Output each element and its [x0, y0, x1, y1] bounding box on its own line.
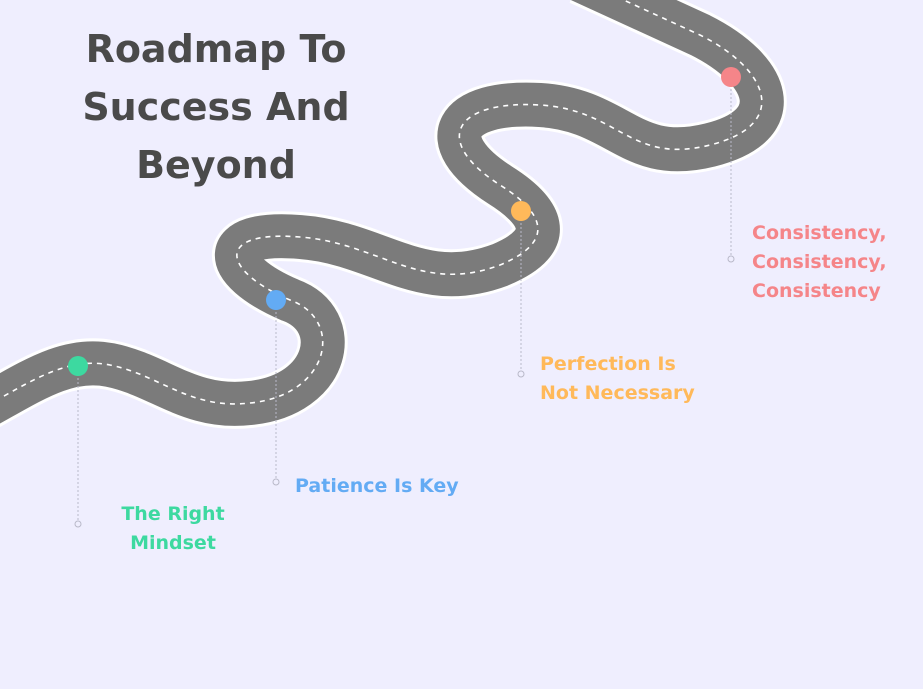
- milestone-label-line: Consistency: [752, 280, 881, 302]
- milestone-4-marker: [721, 67, 741, 87]
- road-center-line: [0, 0, 763, 405]
- milestone-2: [266, 290, 286, 486]
- milestone-label-line: Consistency,: [752, 222, 887, 244]
- milestone-3-label: Perfection Is Not Necessary: [540, 350, 695, 408]
- milestone-label-line: Patience Is Key: [295, 475, 459, 497]
- title-line: Beyond: [136, 143, 296, 187]
- milestone-2-leader-end: [272, 478, 280, 486]
- title-line: Success And: [82, 85, 350, 129]
- milestone-4-label: Consistency, Consistency, Consistency: [752, 219, 887, 306]
- milestone-1-leader-end: [74, 520, 82, 528]
- road: [0, 0, 787, 429]
- milestone-4: [721, 67, 741, 263]
- milestone-2-marker: [266, 290, 286, 310]
- milestone-label-line: Consistency,: [752, 251, 887, 273]
- milestone-1: [68, 356, 88, 528]
- milestone-1-marker: [68, 356, 88, 376]
- milestone-2-label: Patience Is Key: [295, 472, 459, 501]
- milestone-label-line: The Right: [121, 503, 225, 525]
- milestone-label-line: Perfection Is: [540, 353, 676, 375]
- milestone-3-leader-end: [517, 370, 525, 378]
- milestone-4-leader-end: [727, 255, 735, 263]
- milestone-label-line: Mindset: [130, 532, 216, 554]
- title-line: Roadmap To: [85, 27, 347, 71]
- milestone-label-line: Not Necessary: [540, 382, 695, 404]
- page-title: Roadmap To Success And Beyond: [40, 20, 392, 194]
- milestone-1-label: The Right Mindset: [88, 500, 258, 558]
- milestone-3: [511, 201, 531, 378]
- milestone-3-marker: [511, 201, 531, 221]
